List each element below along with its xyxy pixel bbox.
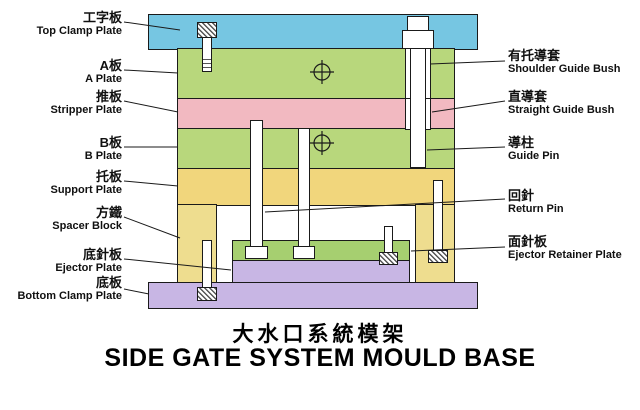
- stop-screw-shaft: [384, 226, 393, 254]
- label-en: Ejector Plate: [55, 262, 122, 274]
- return-pin-head: [245, 246, 268, 259]
- right-screw-head: [428, 250, 448, 263]
- label-zh: 面針板: [508, 234, 548, 249]
- label-zh: 底針板: [82, 247, 122, 262]
- label-guide-pin: 導柱 Guide Pin: [508, 135, 559, 163]
- label-zh: 工字板: [82, 10, 122, 25]
- label-en: Top Clamp Plate: [36, 25, 122, 37]
- label-bottom-clamp-plate: 底板 Bottom Clamp Plate: [17, 275, 122, 303]
- label-zh: 導柱: [508, 135, 535, 150]
- label-zh: 直導套: [508, 89, 548, 104]
- label-en: B Plate: [84, 150, 122, 162]
- label-top-clamp-plate: 工字板 Top Clamp Plate: [37, 10, 122, 38]
- label-b-plate: B板 B Plate: [85, 135, 122, 163]
- label-zh: 回針: [508, 188, 535, 203]
- label-zh: A板: [99, 58, 122, 73]
- label-en: Stripper Plate: [50, 104, 122, 116]
- right-screw-shaft: [433, 180, 443, 252]
- shoulder-guide-bush-flange: [402, 30, 434, 49]
- label-en: A Plate: [85, 73, 122, 85]
- bottom-screw-head: [197, 287, 217, 301]
- label-shoulder-guide-bush: 有托導套 Shoulder Guide Bush: [508, 48, 620, 76]
- top-screw-head: [197, 22, 217, 38]
- label-zh: 有托導套: [508, 48, 561, 63]
- label-spacer-block: 方鐵 Spacer Block: [52, 205, 122, 233]
- ejector-pin: [298, 128, 310, 247]
- label-en: Spacer Block: [52, 220, 122, 232]
- label-ejector-retainer-plate: 面針板 Ejector Retainer Plate: [508, 234, 622, 262]
- label-en: Ejector Retainer Plate: [508, 249, 622, 261]
- label-zh: 方鐵: [95, 205, 122, 220]
- guide-pin-head: [407, 16, 429, 31]
- label-zh: 推板: [95, 89, 122, 104]
- return-pin: [250, 120, 263, 247]
- label-zh: 底板: [95, 275, 122, 290]
- label-ejector-plate: 底針板 Ejector Plate: [55, 247, 122, 275]
- label-zh: 托板: [95, 169, 122, 184]
- support-plate: [177, 168, 455, 206]
- label-return-pin: 回針 Return Pin: [508, 188, 564, 216]
- diagram-title-zh: 大水口系統模架: [232, 323, 408, 346]
- label-straight-guide-bush: 直導套 Straight Guide Bush: [508, 89, 614, 117]
- label-en: Return Pin: [508, 203, 564, 215]
- label-en: Straight Guide Bush: [508, 104, 615, 116]
- guide-pin: [410, 48, 426, 168]
- label-stripper-plate: 推板 Stripper Plate: [50, 89, 122, 117]
- diagram-title-en: SIDE GATE SYSTEM MOULD BASE: [104, 344, 536, 372]
- label-en: Guide Pin: [508, 150, 560, 162]
- label-en: Shoulder Guide Bush: [508, 63, 621, 75]
- label-support-plate: 托板 Support Plate: [50, 169, 122, 197]
- label-zh: B板: [99, 135, 122, 150]
- stop-screw-head: [379, 252, 398, 265]
- ejector-pin-head: [293, 246, 315, 259]
- label-en: Bottom Clamp Plate: [17, 290, 122, 302]
- label-a-plate: A板 A Plate: [85, 58, 122, 86]
- top-screw-threads: [203, 56, 211, 71]
- bottom-screw-shaft: [202, 240, 212, 289]
- label-en: Support Plate: [50, 184, 122, 196]
